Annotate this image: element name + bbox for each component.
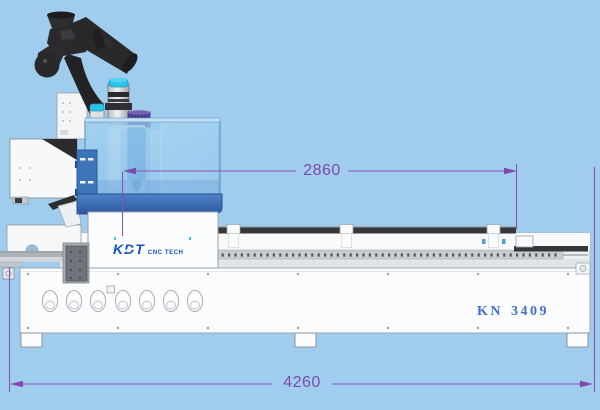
dimension-2860-label: 2860 [303,162,341,179]
machine-enclosure [84,117,221,197]
leveling-feet [20,332,589,348]
electrical-cabinet [9,138,78,205]
rack-rail [0,250,588,260]
kdt-logo-text: KDT [113,241,145,257]
hood-lower-link [48,195,82,228]
tool-cap-cyan [89,103,105,112]
base-vent-holes-inner [45,300,200,310]
rail-end-bracket-right [575,262,591,275]
gantry-beam [76,193,223,214]
base-screws [26,272,570,330]
dimension-4260-label: 4260 [283,374,321,391]
carriage-drive-block [62,242,90,284]
model-label: KN 3409 [477,304,549,319]
left-platform [6,224,82,254]
spindle-carriage [87,211,219,269]
kdt-logo: KDT CNC TECH [113,241,193,259]
rail-end-bracket-left [2,267,15,280]
kdt-logo-subtext: CNC TECH [147,250,184,256]
bed-clamp-tabs [226,224,506,248]
machine-base [19,262,591,334]
dimension-2860 [121,164,518,236]
dimension-4260 [8,167,596,392]
electrical-cabinet-upper [56,92,88,140]
